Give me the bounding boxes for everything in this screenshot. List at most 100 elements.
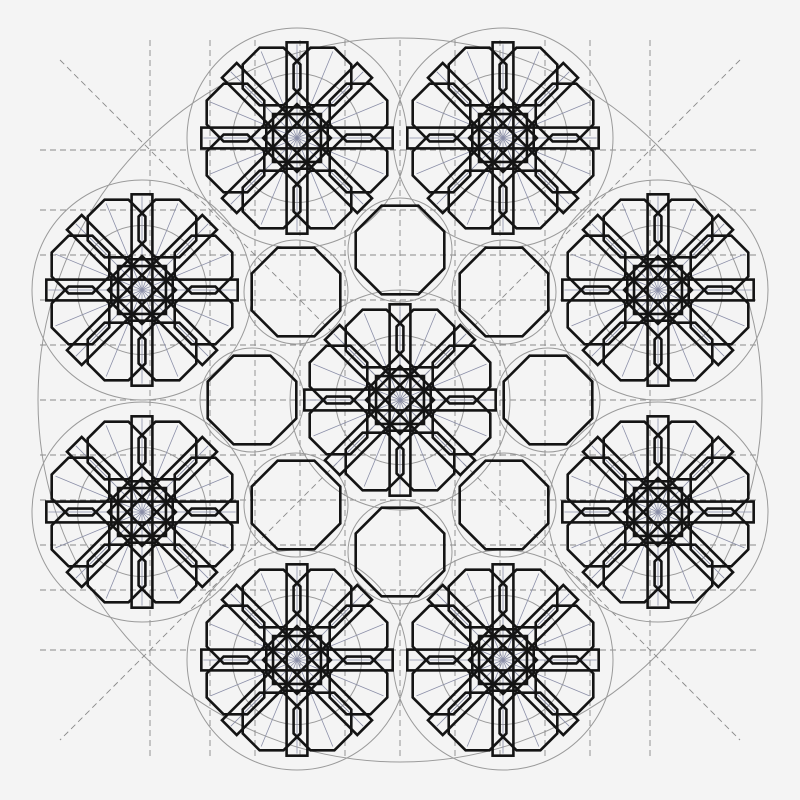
rosette-petal	[173, 507, 234, 568]
octagon-guide-circle	[243, 452, 349, 558]
rosette-petal	[328, 82, 389, 143]
octagon-guide-circle	[347, 197, 453, 303]
rosette-spoke	[141, 511, 229, 549]
rosette-spoke	[571, 511, 659, 549]
rosette-band	[200, 648, 394, 672]
rosette-petal	[395, 431, 456, 492]
rosette-band	[200, 126, 394, 150]
rosette-band	[220, 583, 374, 737]
rosette-petal	[498, 568, 559, 629]
rosette-spoke	[141, 425, 179, 513]
rosette-petal	[653, 321, 714, 382]
rosette-spoke	[210, 659, 298, 697]
rosette-spoke	[363, 399, 401, 487]
rosette-petal	[534, 82, 595, 143]
rosette-spoke	[141, 511, 179, 599]
rosette-petal	[566, 285, 627, 346]
rosette-petal	[411, 82, 472, 143]
rosette-spoke	[141, 253, 229, 291]
rosette-star-square	[374, 374, 426, 426]
rosette-petal	[137, 543, 198, 604]
rosette-star-square	[467, 102, 539, 174]
rosette-band	[406, 126, 600, 150]
rosette-petal	[566, 507, 627, 568]
octagon	[250, 459, 342, 551]
rosette-band	[220, 61, 374, 215]
rosette-spoke	[502, 659, 540, 747]
rosette-band	[426, 61, 580, 215]
rosette-spoke	[571, 475, 659, 513]
rosette-star-square	[477, 634, 529, 686]
pattern-lines	[45, 41, 755, 757]
rosette-star-square	[116, 264, 168, 316]
rosette-band	[45, 500, 239, 524]
rosette-petal	[137, 198, 198, 259]
rosette-petal	[411, 655, 472, 716]
rosette-spoke	[313, 399, 401, 437]
rosette-petal	[395, 308, 456, 369]
rosette-spoke	[296, 137, 384, 175]
rosette-petal	[241, 568, 302, 629]
rosette-spoke	[416, 137, 504, 175]
rosette-petal	[689, 234, 750, 295]
rosette-petal	[447, 169, 508, 230]
rosette-spoke	[399, 399, 437, 487]
rosette-band	[388, 303, 412, 497]
rosette-petal	[292, 691, 353, 752]
rosette-spoke	[502, 137, 540, 225]
rosette-band	[65, 435, 219, 589]
rosette-petal	[292, 169, 353, 230]
rosette-petal	[653, 198, 714, 259]
rosette-band	[323, 323, 477, 477]
rosette-spoke	[141, 475, 229, 513]
rosette-band	[561, 278, 755, 302]
rosette-spoke	[399, 363, 487, 401]
rosette-petal	[344, 308, 405, 369]
octagon	[502, 354, 594, 446]
rosette-petal	[86, 198, 147, 259]
rosette-band	[130, 415, 154, 609]
rosette-star-square	[106, 476, 178, 548]
rosette-spoke	[296, 101, 384, 139]
rosette-spoke	[502, 137, 590, 175]
rosette-star-square	[632, 264, 684, 316]
rosette-spoke	[105, 425, 143, 513]
rosette-band	[426, 583, 580, 737]
rosette-petal	[50, 234, 111, 295]
rosette-band	[646, 193, 670, 387]
rosette-spoke	[466, 51, 504, 139]
rosette-spoke	[416, 659, 504, 697]
rosette-petal	[534, 655, 595, 716]
rosette-petal	[292, 46, 353, 107]
rosette-petal	[241, 691, 302, 752]
rosette-petal	[602, 543, 663, 604]
rosette-spoke	[657, 511, 695, 599]
rosette-petal	[498, 691, 559, 752]
rosette-petal	[498, 46, 559, 107]
rosette-petal	[689, 507, 750, 568]
rosette-petal	[308, 344, 369, 405]
rosette-spoke	[416, 623, 504, 661]
rosette-star-square	[261, 102, 333, 174]
rosette-spoke	[657, 289, 745, 327]
rosette-spoke	[399, 313, 437, 401]
rosette-spoke	[210, 101, 298, 139]
rosette-band	[491, 563, 515, 757]
rosette-star-square	[271, 634, 323, 686]
rosette-petal	[411, 133, 472, 194]
rosette-spoke	[296, 137, 334, 225]
rosette-band	[65, 213, 219, 367]
rosette-petal	[205, 655, 266, 716]
rosette-spoke	[296, 51, 334, 139]
rosette-spoke	[296, 659, 334, 747]
rosette-spoke	[502, 101, 590, 139]
rosette-band	[581, 435, 735, 589]
rosette-band	[220, 583, 374, 737]
rosette-petal	[328, 133, 389, 194]
rosette-petal	[602, 420, 663, 481]
rosette-petal	[689, 456, 750, 517]
rosette-band	[220, 61, 374, 215]
rosette-spoke	[621, 425, 659, 513]
rosette-spoke	[657, 475, 745, 513]
rosette-star-square	[477, 112, 529, 164]
